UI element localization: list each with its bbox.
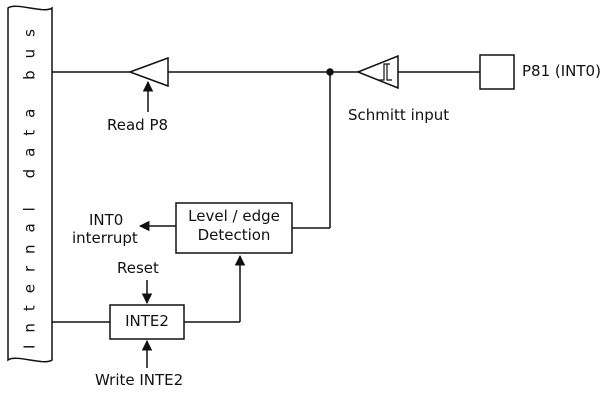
- schmitt-input-label: Schmitt input: [348, 106, 450, 124]
- read-buffer: [127, 56, 169, 88]
- write-inte2-label: Write INTE2: [95, 371, 184, 389]
- reset-label: Reset: [117, 259, 159, 277]
- schmitt-symbol: [378, 63, 392, 81]
- internal-bus-label-text: Internal data bus: [20, 17, 39, 349]
- internal-bus-label: Internal data bus: [20, 17, 39, 349]
- level-edge-detection-block: [175, 202, 293, 254]
- inte2-label: INTE2: [125, 312, 169, 330]
- detection-label-line1: Level / edge: [188, 207, 280, 225]
- pin-label: P81 (INT0): [522, 62, 601, 80]
- read-p8-label: Read P8: [107, 116, 169, 134]
- internal-bus-bar: [7, 5, 53, 363]
- interrupt-label: interrupt: [72, 229, 138, 247]
- int0-label: INT0: [89, 211, 124, 229]
- pin-box: [479, 54, 515, 90]
- schmitt-buffer: [355, 54, 399, 90]
- detection-label-line2: Detection: [197, 226, 271, 244]
